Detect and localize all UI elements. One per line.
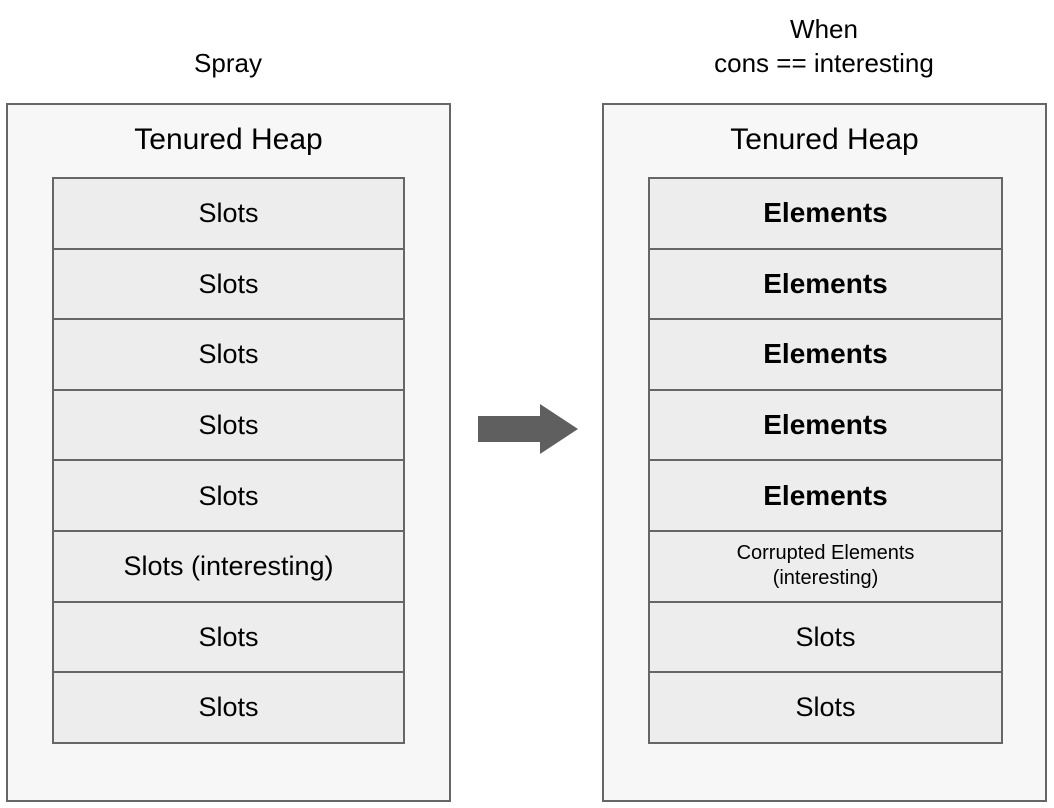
right-slot-row-label: Elements <box>763 479 888 511</box>
right-slot-row: Elements <box>648 318 1003 391</box>
left-slot-row: Slots <box>52 671 405 744</box>
left-slot-row: Slots (interesting) <box>52 529 405 603</box>
right-slot-row-label: Slots <box>795 692 856 723</box>
left-slot-row-label: Slots <box>198 621 259 652</box>
right-slot-row: Slots <box>648 671 1003 744</box>
right-slot-row: Corrupted Elements (interesting) <box>648 529 1003 603</box>
left-slot-row-label: Slots <box>198 339 259 370</box>
left-column-title: Spray <box>194 48 262 78</box>
right-slot-row: Elements <box>648 459 1003 532</box>
left-slot-row: Slots <box>52 318 405 391</box>
right-slot-row-label: Corrupted Elements (interesting) <box>736 542 915 590</box>
right-slot-row-label: Elements <box>763 197 888 229</box>
left-slot-row-label: Slots <box>198 268 259 299</box>
right-panel-heading: Tenured Heap <box>730 123 919 156</box>
left-slot-row-label: Slots <box>198 480 259 511</box>
right-slot-row: Elements <box>648 388 1003 462</box>
right-slot-row-label: Slots <box>795 621 856 652</box>
right-slot-row: Slots <box>648 600 1003 674</box>
right-column-title: When cons == interesting <box>714 14 934 78</box>
left-slot-row: Slots <box>52 177 405 250</box>
left-slot-row-label: Slots <box>198 198 259 229</box>
left-slot-row-label: Slots (interesting) <box>123 551 334 582</box>
left-slot-row: Slots <box>52 459 405 532</box>
right-arrow-icon <box>478 404 578 454</box>
left-slot-row-label: Slots <box>198 410 259 441</box>
right-slot-row: Elements <box>648 247 1003 321</box>
left-slot-row: Slots <box>52 247 405 321</box>
left-slot-row-label: Slots <box>198 692 259 723</box>
left-slot-row: Slots <box>52 388 405 462</box>
left-panel-heading: Tenured Heap <box>134 123 323 156</box>
right-slot-row-label: Elements <box>763 338 888 370</box>
right-slot-row: Elements <box>648 177 1003 250</box>
right-slot-row-label: Elements <box>763 409 888 441</box>
right-slot-row-label: Elements <box>763 267 888 299</box>
left-slot-row: Slots <box>52 600 405 674</box>
